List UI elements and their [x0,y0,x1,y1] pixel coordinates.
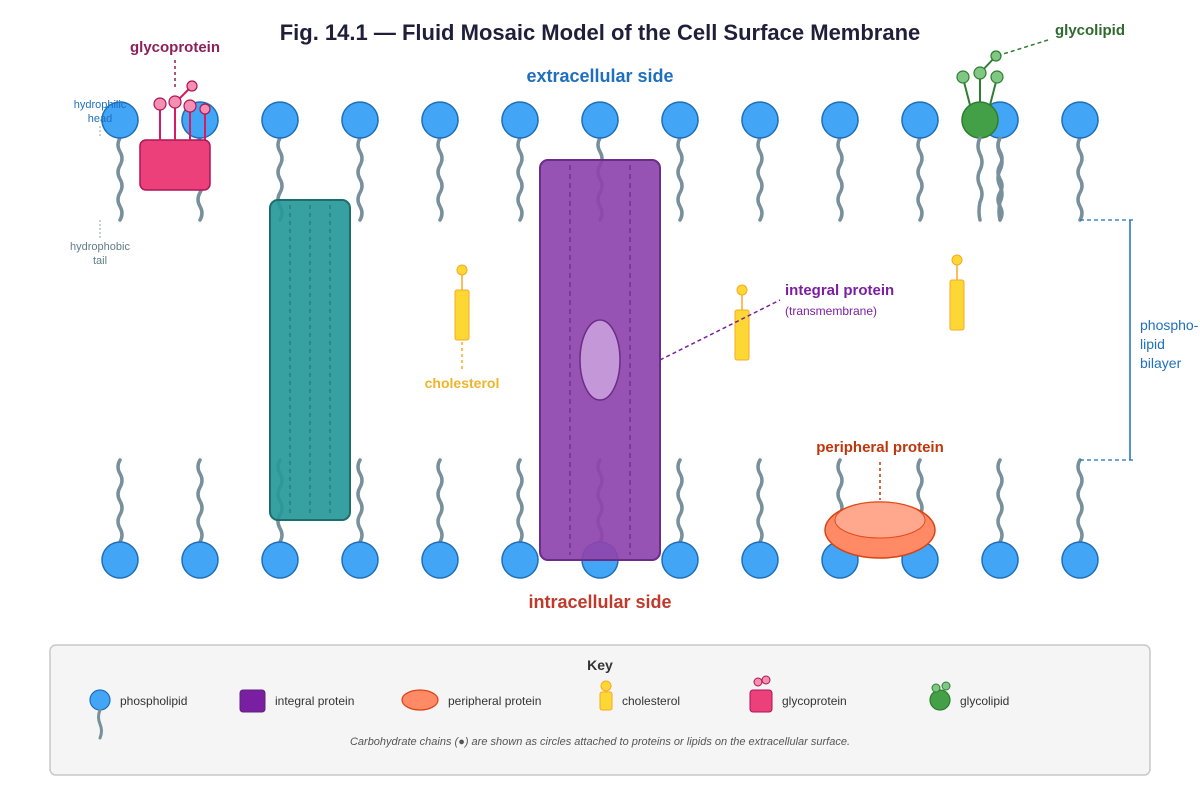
phospholipid-bilayer [101,101,1099,579]
bilayer-label-2: lipid [1140,336,1165,352]
phospholipid [421,101,459,222]
glycolipid-label: glycolipid [1055,22,1125,39]
phospholipid [661,101,699,222]
hydrophilic-label-1: hydrophilic [74,99,127,111]
channel-protein [269,199,351,521]
bilayer-label-1: phospho- [1140,317,1199,333]
glycoprotein-label: glycoprotein [130,39,220,56]
peripheral-protein [824,501,936,559]
integral-protein-sublabel: (transmembrane) [785,304,877,318]
phospholipid [101,458,139,579]
key-glycolipid-icon [929,681,951,711]
bilayer-bracket [1080,219,1135,461]
phospholipid [101,101,139,222]
key-label-glycolipid: glycolipid [960,694,1009,708]
key-phospholipid-icon [89,689,111,740]
phospholipid [1061,101,1099,222]
intracellular-label: intracellular side [528,592,671,612]
phospholipid [901,101,939,222]
phospholipid [341,101,379,222]
phospholipid [421,458,459,579]
glycoprotein [139,80,211,191]
cholesterol-molecule [949,254,965,331]
hydrophilic-label-2: head [88,113,112,125]
key-box: Key phospholipid integral protein periph… [49,644,1151,776]
phospholipid [741,458,779,579]
phospholipid [1061,458,1099,579]
phospholipid [341,458,379,579]
hydrophobic-label-2: tail [93,255,107,267]
phospholipid [501,458,539,579]
integral-protein-label: integral protein [785,282,894,299]
phospholipid [981,458,1019,579]
integral-protein [539,159,661,561]
key-label-glycoprotein: glycoprotein [782,694,847,708]
phospholipid [821,101,859,222]
glycolipid [956,50,1004,222]
hydrophobic-label-1: hydrophobic [70,241,130,253]
cholesterol-label: cholesterol [425,375,500,391]
key-label-cholesterol: cholesterol [622,694,680,708]
key-cholesterol-icon [599,680,613,711]
key-label-integral: integral protein [275,694,354,708]
cholesterol-molecule [454,264,470,341]
cholesterol-molecule [734,284,750,361]
key-label-phospholipid: phospholipid [120,694,187,708]
phospholipid [661,458,699,579]
figure-title: Fig. 14.1 — Fluid Mosaic Model of the Ce… [280,20,921,45]
key-peripheral-icon [401,689,439,711]
key-glycoprotein-icon [749,675,773,713]
peripheral-protein-label: peripheral protein [816,439,944,456]
phospholipid [181,458,219,579]
key-note: Carbohydrate chains (●) are shown as cir… [350,736,850,748]
bilayer-label-3: bilayer [1140,355,1182,371]
phospholipid [501,101,539,222]
key-label-peripheral: peripheral protein [448,694,541,708]
key-integral-icon [239,689,266,713]
phospholipid [741,101,779,222]
extracellular-label: extracellular side [526,66,673,86]
key-title: Key [587,657,613,673]
